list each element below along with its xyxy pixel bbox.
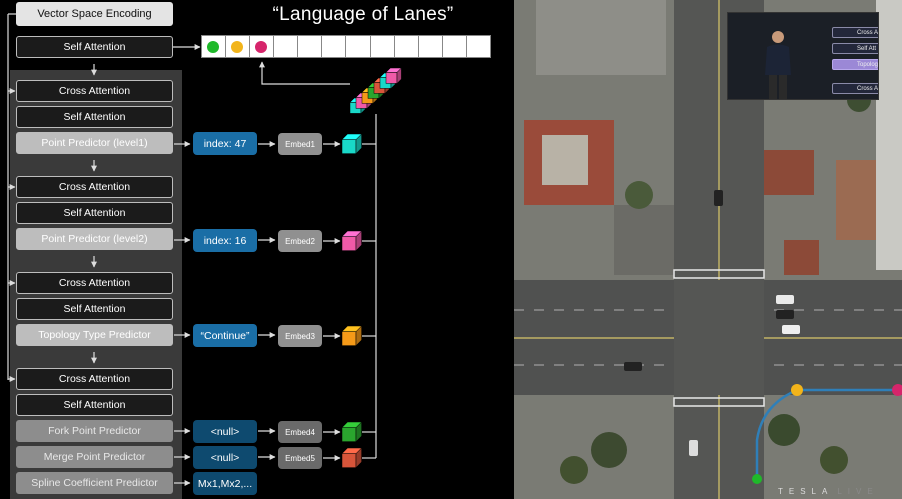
sequence-token-dot — [231, 41, 244, 53]
cross-attention-block-4: Cross Attention — [16, 368, 173, 390]
pip-block-1: Cross Att — [832, 27, 878, 38]
self-attention-block-1: Self Attention — [16, 106, 173, 128]
embed5-block: Embed5 — [278, 447, 322, 469]
sequence-cell — [371, 36, 395, 57]
sequence-cell — [226, 36, 251, 57]
point-predictor-level1-block: Point Predictor (level1) — [16, 132, 173, 154]
sequence-cell — [322, 36, 347, 57]
sequence-cell — [467, 36, 490, 57]
index-16-value: index: 16 — [193, 229, 257, 252]
embed1-block: Embed1 — [278, 133, 322, 155]
self-attention-block-3: Self Attention — [16, 298, 173, 320]
self-attention-block-2: Self Attention — [16, 202, 173, 224]
sequence-cell — [298, 36, 323, 57]
lane-fork-point — [791, 384, 803, 396]
index-47-value: index: 47 — [193, 132, 257, 155]
embedding-cube-5 — [341, 447, 363, 469]
spline-coefficient-value: Mx1,Mx2,... — [193, 472, 257, 495]
stacked-token-cube — [367, 82, 385, 100]
building-lot-1 — [536, 0, 666, 75]
lane-start-point — [752, 474, 762, 484]
stacked-token-cube — [361, 87, 379, 105]
embed2-block: Embed2 — [278, 230, 322, 252]
sequence-cell — [250, 36, 275, 57]
fork-point-predictor-block: Fork Point Predictor — [16, 420, 173, 442]
embedding-cube-4 — [341, 421, 363, 443]
cross-attention-block-1: Cross Attention — [16, 80, 173, 102]
sequence-cell — [274, 36, 299, 57]
token-sequence — [201, 35, 491, 58]
merge-null-value: <null> — [193, 446, 257, 469]
sequence-cell — [202, 36, 227, 57]
sequence-token-dot — [255, 41, 268, 53]
self-attention-block-top: Self Attention — [16, 36, 173, 58]
cross-attention-block-3: Cross Attention — [16, 272, 173, 294]
return-arrow — [259, 61, 350, 85]
stacked-token-cube — [355, 92, 373, 110]
presenter-figure — [765, 31, 791, 99]
stacked-token-cube — [349, 97, 367, 115]
topology-type-predictor-block: Topology Type Predictor — [16, 324, 173, 346]
embed3-block: Embed3 — [278, 325, 322, 347]
embedding-cube-1 — [341, 133, 363, 155]
sequence-token-dot — [207, 41, 219, 53]
vector-space-encoding-block: Vector Space Encoding — [16, 2, 173, 26]
self-attention-block-4: Self Attention — [16, 394, 173, 416]
spline-coefficient-predictor-block: Spline Coefficient Predictor — [16, 472, 173, 494]
pip-block-2: Self Att — [832, 43, 878, 54]
sequence-cell — [346, 36, 371, 57]
sequence-cell — [395, 36, 419, 57]
embedding-cube-2 — [341, 230, 363, 252]
fork-null-value: <null> — [193, 420, 257, 443]
stacked-token-cube — [385, 67, 403, 85]
embed4-block: Embed4 — [278, 421, 322, 443]
merge-point-predictor-block: Merge Point Predictor — [16, 446, 173, 468]
pip-block-4: Cross Att — [832, 83, 878, 94]
continue-value: “Continue” — [193, 324, 257, 347]
cross-attention-block-2: Cross Attention — [16, 176, 173, 198]
point-predictor-level2-block: Point Predictor (level2) — [16, 228, 173, 250]
sequence-cell — [443, 36, 467, 57]
presenter-video: Cross Att Self Att Topology Ty Cross Att — [727, 12, 879, 100]
sequence-cell — [419, 36, 443, 57]
stacked-token-cube — [373, 77, 391, 95]
diagram-title: “Language of Lanes” — [272, 4, 454, 25]
pip-block-3: Topology Ty — [832, 59, 878, 70]
embedding-cube-3 — [341, 325, 363, 347]
lane-end-point — [892, 384, 902, 396]
stacked-token-cube — [379, 72, 397, 90]
